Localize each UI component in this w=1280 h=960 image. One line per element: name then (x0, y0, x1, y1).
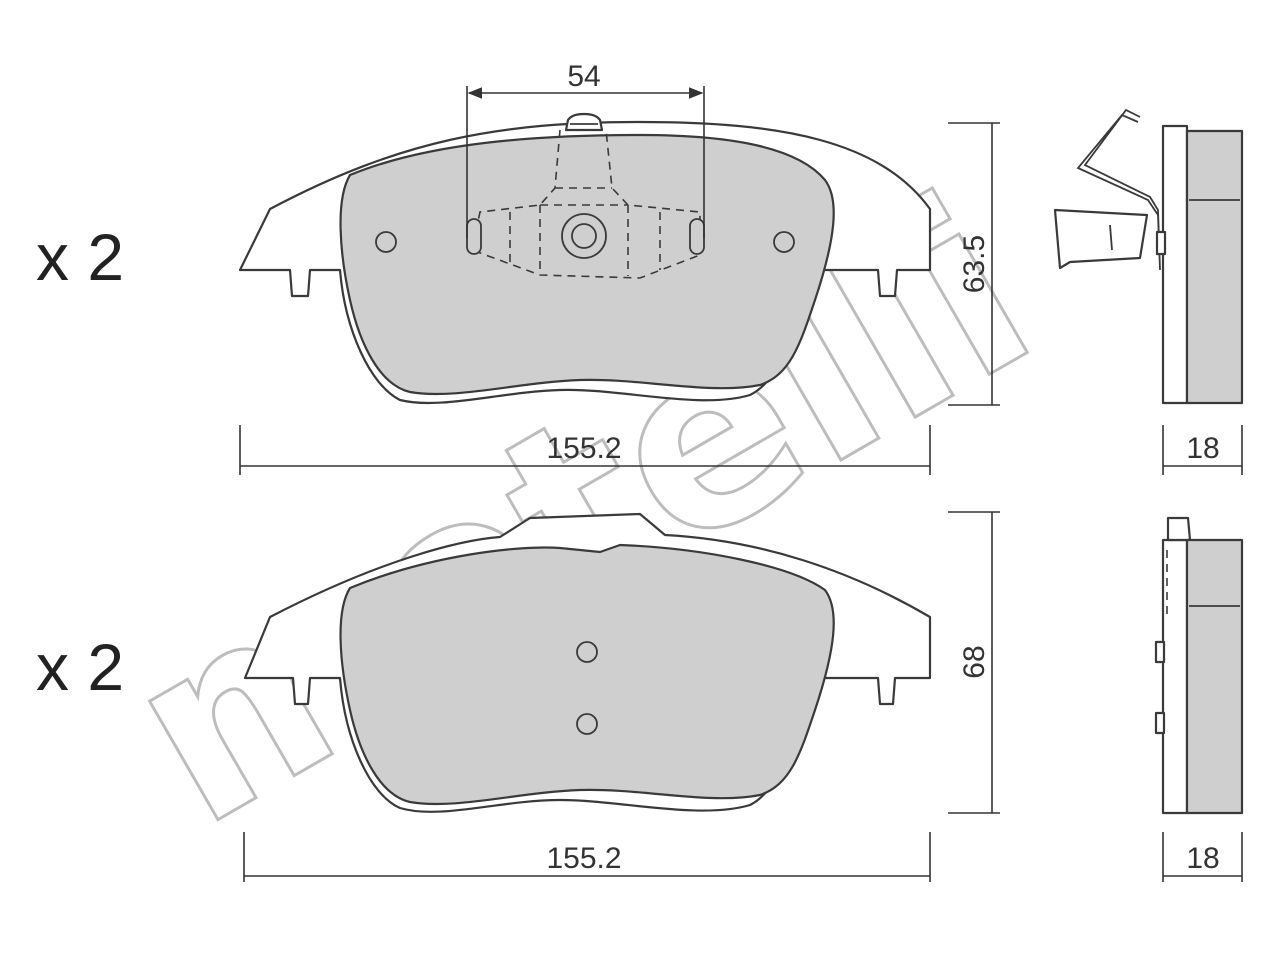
top-sensor-tab (564, 112, 604, 132)
top-dim-height-label: 63.5 (958, 235, 991, 293)
bottom-side-top-tab (1166, 516, 1192, 542)
bottom-dim-height-label: 68 (958, 645, 991, 678)
top-dimensions: 54 155.2 63.5 (239, 60, 1000, 475)
top-clip-tab-line (1109, 224, 1113, 251)
bottom-side-tab-lower (1154, 711, 1166, 735)
top-clip-tab (1053, 208, 1149, 270)
top-hole-right (773, 231, 795, 253)
top-friction-material (339, 133, 835, 396)
top-dim-width-label: 155.2 (546, 432, 621, 465)
bottom-hole-upper (576, 641, 598, 663)
bottom-dimensions: 155.2 68 (243, 511, 1000, 882)
bottom-side-tab-upper (1154, 640, 1166, 664)
top-spring-clip (1076, 108, 1161, 271)
top-side-backing-plate (1161, 124, 1189, 405)
top-center-circle-inner (571, 223, 597, 249)
top-dim-thickness-label: 18 (1186, 432, 1219, 465)
top-slot-right (689, 218, 705, 255)
bottom-quantity-label: x 2 (36, 630, 124, 704)
bottom-dim-width-label: 155.2 (546, 842, 621, 875)
top-quantity-label: x 2 (36, 220, 124, 294)
top-side-friction (1185, 129, 1244, 405)
bottom-pad-side-view: 18 (1154, 516, 1244, 882)
top-slot-left (466, 218, 482, 255)
bottom-dim-thickness-label: 18 (1186, 842, 1219, 875)
top-dim-sensor-label: 54 (567, 60, 600, 93)
bottom-hole-lower (576, 713, 598, 735)
top-pad-front-view (238, 112, 932, 405)
top-hole-left (375, 231, 397, 253)
bottom-friction-material (339, 543, 835, 806)
top-hidden-details (471, 129, 701, 279)
top-pad-side-view: 18 (1053, 108, 1244, 475)
bottom-side-friction (1185, 538, 1244, 815)
top-side-tab-upper (1155, 230, 1167, 256)
bottom-pad-front-view (243, 512, 932, 813)
